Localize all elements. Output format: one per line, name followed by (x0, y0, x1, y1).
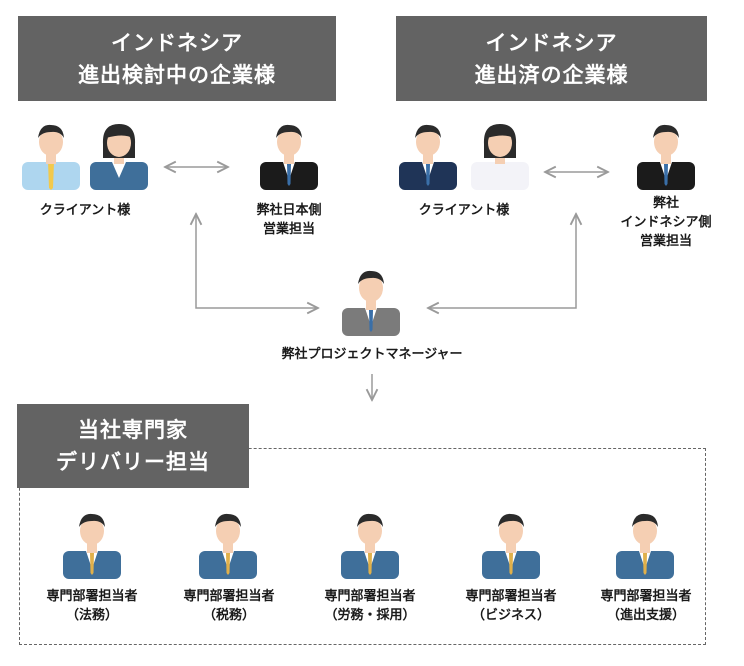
specialist-legal-line1: 専門部署担当者 (46, 589, 138, 604)
label-sales-indonesia: 弊社 インドネシア側 営業担当 (620, 194, 711, 251)
specialist-labor-icon (341, 513, 399, 579)
specialist-legal-icon (63, 513, 121, 579)
specialist-entry-line2: （進出支援） (606, 608, 686, 623)
label-client-left-text: クライアント様 (39, 203, 131, 218)
label-project-manager-text: 弊社プロジェクトマネージャー (281, 347, 463, 362)
client-right-woman-icon (471, 124, 529, 190)
label-specialist-entry: 専門部署担当者 （進出支援） (600, 587, 691, 625)
box-delivery-specialists: 当社専門家 デリバリー担当 (17, 404, 249, 488)
label-project-manager: 弊社プロジェクトマネージャー (281, 345, 462, 364)
label-specialist-tax: 専門部署担当者 （税務） (183, 587, 274, 625)
client-woman-icon (90, 124, 148, 190)
specialist-entry-line1: 専門部署担当者 (600, 589, 692, 604)
box-delivery-line2: デリバリー担当 (56, 450, 210, 474)
label-client-right-text: クライアント様 (418, 203, 510, 218)
box-delivery-line1: 当社専門家 (78, 418, 188, 442)
label-client-right: クライアント様 (419, 201, 509, 220)
label-specialist-business: 専門部署担当者 （ビジネス） (465, 587, 556, 625)
project-manager-icon (342, 270, 400, 336)
specialist-legal-line2: （法務） (65, 608, 119, 623)
specialist-tax-line1: 専門部署担当者 (183, 589, 275, 604)
label-specialist-legal: 専門部署担当者 （法務） (46, 587, 137, 625)
sales-japan-icon (260, 124, 318, 190)
sales-indonesia-icon (637, 124, 695, 190)
label-sales-indonesia-line3: 営業担当 (639, 234, 693, 249)
arrow-pm-left (196, 214, 318, 308)
specialist-entry-icon (616, 513, 674, 579)
box-considering-line1: インドネシア (111, 30, 243, 55)
label-sales-japan-line2: 営業担当 (262, 222, 316, 237)
label-sales-japan-line1: 弊社日本側 (256, 203, 322, 218)
box-considering-companies: インドネシア 進出検討中の企業様 (18, 16, 336, 101)
specialist-labor-line2: （労務・採用） (324, 608, 416, 623)
specialist-group-frame (19, 448, 706, 645)
label-sales-japan: 弊社日本側 営業担当 (256, 201, 321, 239)
specialist-tax-icon (199, 513, 257, 579)
specialist-business-icon (482, 513, 540, 579)
arrow-pm-right (428, 214, 576, 308)
client-right-man-icon (399, 124, 457, 190)
label-sales-indonesia-line2: インドネシア側 (620, 215, 712, 230)
box-established-companies: インドネシア 進出済の企業様 (396, 16, 707, 101)
box-established-line1: インドネシア (485, 30, 618, 55)
specialist-business-line1: 専門部署担当者 (465, 589, 557, 604)
label-sales-indonesia-line1: 弊社 (652, 196, 680, 211)
client-man-icon (22, 124, 80, 190)
label-specialist-labor: 専門部署担当者 （労務・採用） (324, 587, 415, 625)
specialist-labor-line1: 専門部署担当者 (324, 589, 416, 604)
box-considering-line2: 進出検討中の企業様 (78, 62, 276, 87)
specialist-business-line2: （ビジネス） (471, 608, 551, 623)
specialist-tax-line2: （税務） (202, 608, 256, 623)
box-established-line2: 進出済の企業様 (474, 62, 629, 87)
label-client-left: クライアント様 (40, 201, 130, 220)
